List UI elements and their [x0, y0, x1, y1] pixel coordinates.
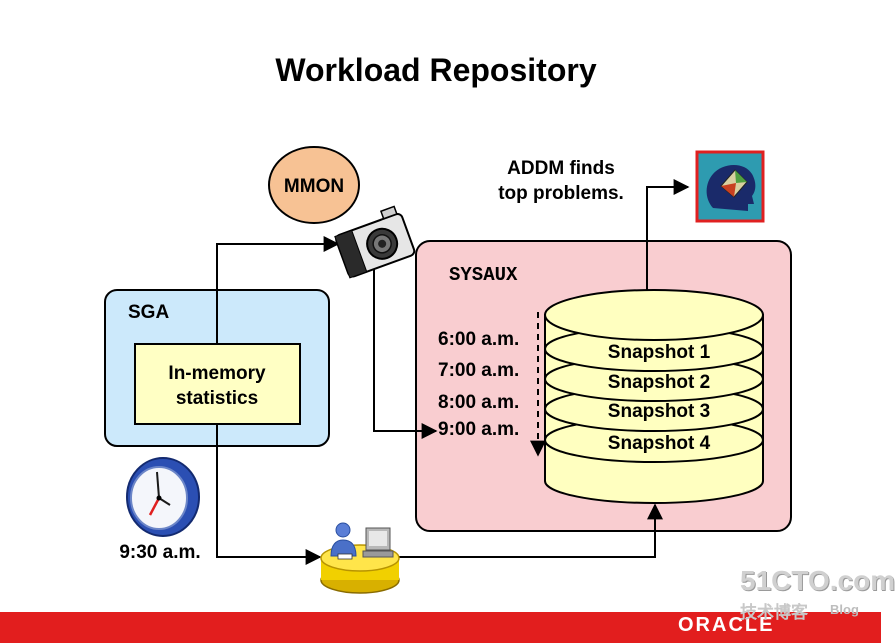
stats-line-1: In-memory	[168, 363, 266, 384]
stats-line-2: statistics	[176, 388, 258, 409]
time-label: 9:00 a.m.	[438, 419, 519, 440]
sysaux-label: SYSAUX	[449, 264, 518, 286]
in-memory-statistics-box	[134, 343, 301, 425]
stats-to-camera-line	[216, 236, 340, 344]
time-label: 6:00 a.m.	[438, 329, 519, 350]
addm-line-2: top problems.	[498, 183, 624, 204]
time-label: 8:00 a.m.	[438, 392, 519, 413]
snapshot-1: Snapshot 1	[608, 342, 711, 363]
page-title: Workload Repository	[275, 52, 596, 88]
time-label: 7:00 a.m.	[438, 360, 519, 381]
snapshot-3: Snapshot 3	[608, 401, 710, 422]
snapshot-cylinder	[544, 289, 764, 504]
oracle-logo: ORACLE	[678, 614, 775, 636]
mmon-circle	[268, 146, 360, 224]
clock-icon	[126, 457, 200, 537]
addm-head-icon	[695, 150, 765, 223]
snapshot-2: Snapshot 2	[608, 372, 710, 393]
watermark-blog: Blog	[830, 602, 859, 617]
snapshot-4: Snapshot 4	[608, 433, 711, 454]
user-workstation-icon	[320, 522, 400, 594]
sga-label: SGA	[128, 302, 169, 323]
watermark-text: 51CTO.com	[740, 565, 895, 596]
footer-bar	[0, 612, 881, 643]
stats-to-workstation-line	[216, 424, 322, 565]
clock-time-label: 9:30 a.m.	[119, 542, 200, 563]
workstation-to-cylinder-line	[398, 503, 663, 558]
mmon-label: MMON	[284, 176, 344, 197]
cylinder-to-addm-line	[646, 179, 690, 290]
watermark-subtext: 技术博客	[740, 603, 808, 623]
camera-icon	[334, 205, 416, 279]
addm-line-1: ADDM finds	[507, 158, 615, 179]
camera-to-sysaux-line	[373, 268, 438, 439]
